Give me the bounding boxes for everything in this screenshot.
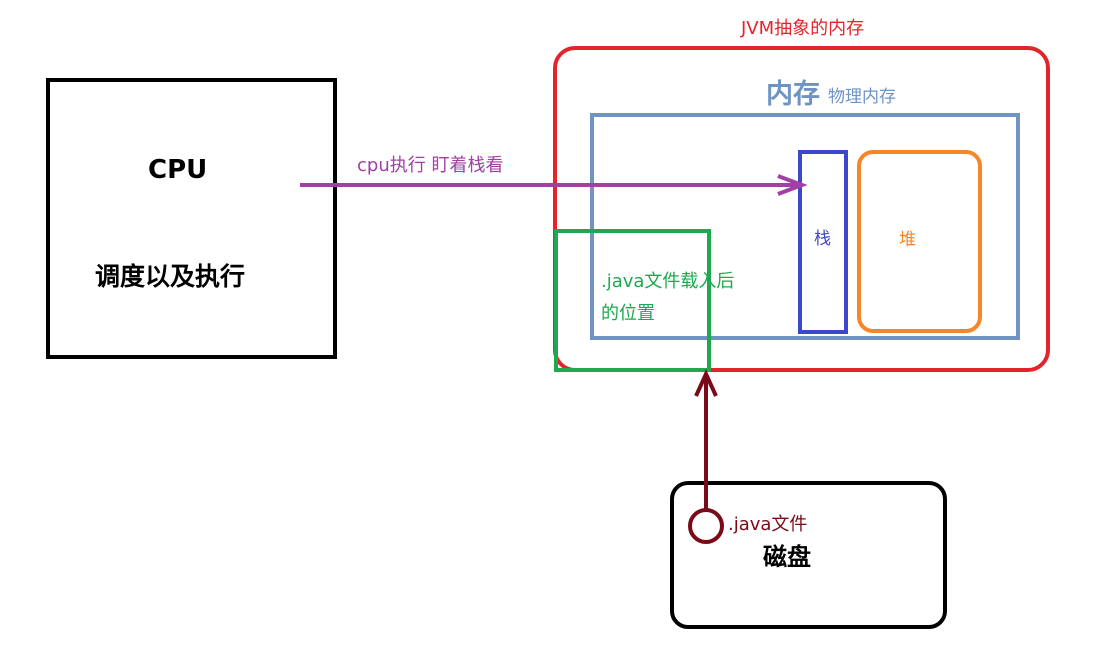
disk-to-memory-arrow [688,369,724,544]
disk-box [670,481,947,629]
java-load-box [554,229,711,372]
memory-title: 内存 [766,79,820,110]
disk-file-label: .java文件 [728,514,808,535]
heap-box [857,150,982,333]
physical-memory-box [590,113,1020,340]
cpu-arrow-label: cpu执行 盯着栈看 [357,155,504,176]
java-file-circle-icon [688,508,724,544]
cpu-subtitle: 调度以及执行 [95,262,246,291]
cpu-title: CPU [148,155,208,185]
stack-box [798,150,848,334]
jvm-memory-label: JVM抽象的内存 [741,18,865,39]
cpu-to-stack-arrow [300,174,808,196]
java-load-label-line2: 的位置 [601,303,655,324]
java-load-label-line1: .java文件载入后 [601,271,735,292]
disk-title: 磁盘 [763,543,811,571]
heap-label: 堆 [899,230,916,250]
stack-label: 栈 [814,229,831,249]
memory-subtitle: 物理内存 [828,87,896,107]
cpu-box [46,78,337,359]
jvm-memory-box [553,46,1050,372]
